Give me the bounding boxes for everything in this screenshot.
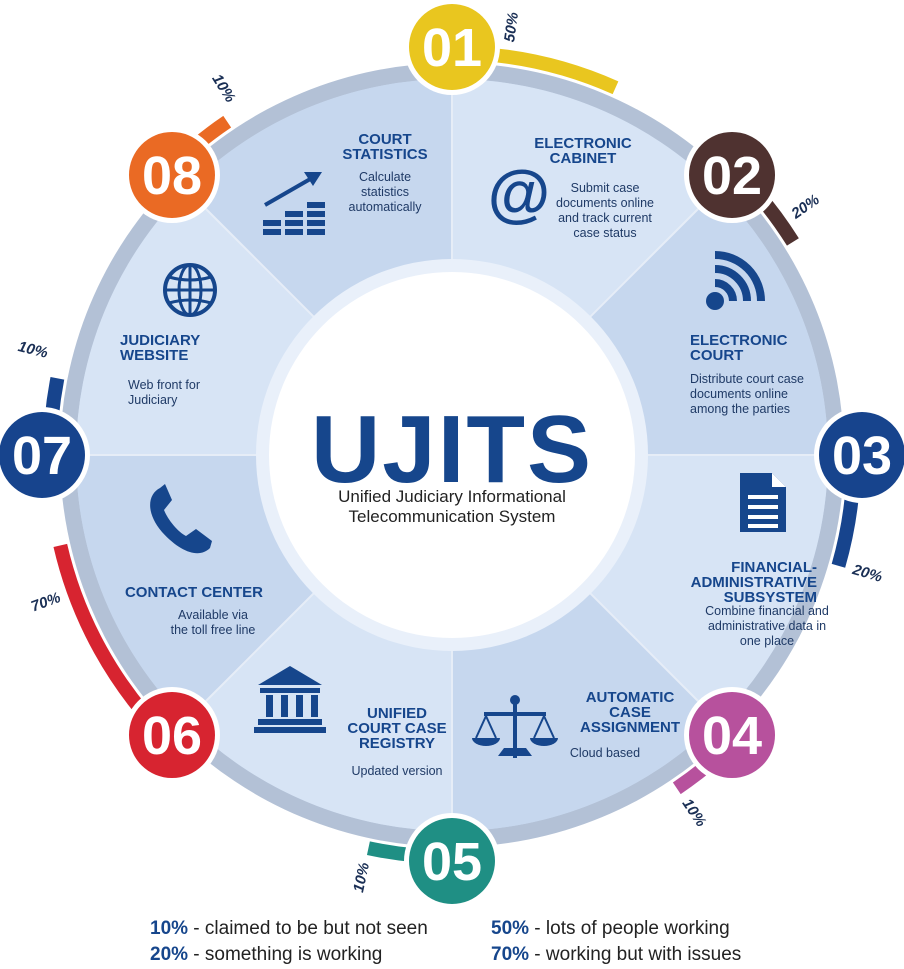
globe-icon [163,263,217,317]
badge-08: 08 [123,126,220,223]
center-subtitle-line2: Telecommunication System [349,507,556,526]
badge-06: 06 [123,687,220,784]
section-wedge-6 [76,455,322,721]
section-divider [582,188,719,325]
badge-04: 04 [684,687,781,784]
section-wedge-5 [186,585,452,831]
at-sign-icon: @ [488,157,550,229]
progress-label-02: 20% [788,191,823,223]
document-icon [740,473,786,532]
section-divider [185,585,322,722]
badge-number-03: 03 [832,426,892,486]
section-wedge-8 [186,79,452,325]
progress-label-05: 10% [350,861,373,894]
svg-text:@: @ [488,157,550,229]
center-title: UJITS [311,396,593,503]
section-desc-05: Updated version [351,764,442,778]
legend-left: 10% - claimed to be but not seen 20% - s… [150,916,428,968]
courthouse-icon [254,666,326,733]
badge-number-05: 05 [422,832,482,892]
wireless-signal-icon [706,251,765,310]
bar-chart-growth-icon [263,172,325,235]
badge-03: 03 [814,407,904,503]
progress-label-03: 20% [850,561,885,586]
section-wedge-4 [452,585,718,831]
legend-item-10: 10% - claimed to be but not seen [150,918,428,939]
progress-label-06: 70% [29,589,63,615]
badge-number-06: 06 [142,706,202,766]
legend-item-70: 70% - working but with issues [491,944,742,965]
legend-right: 50% - lots of people working 70% - worki… [491,916,741,968]
section-divider [582,585,719,722]
badge-number-02: 02 [702,146,762,206]
center-subtitle-line1: Unified Judiciary Informational [338,487,566,506]
section-wedge-7 [76,189,322,455]
progress-label-08: 10% [208,71,238,105]
section-desc-04: Cloud based [570,746,640,760]
badge-05: 05 [404,813,500,909]
phone-icon [150,484,212,554]
progress-label-04: 10% [679,796,710,830]
badge-number-07: 07 [12,426,72,486]
badge-number-01: 01 [422,18,482,78]
progress-label-07: 10% [16,338,49,362]
badge-02: 02 [684,126,781,223]
center-disc [269,272,635,638]
badge-01: 01 [404,0,500,95]
section-wedge-1 [452,79,718,325]
badge-07: 07 [0,407,90,503]
scales-icon [472,695,558,758]
section-divider [185,188,322,325]
legend-item-20: 20% - something is working [150,944,383,965]
progress-label-01: 50% [501,11,522,43]
section-title-06: CONTACT CENTER [125,584,263,601]
section-wedge-2 [582,189,828,455]
badge-number-08: 08 [142,146,202,206]
badge-number-04: 04 [702,706,762,766]
legend-item-50: 50% - lots of people working [491,918,730,939]
